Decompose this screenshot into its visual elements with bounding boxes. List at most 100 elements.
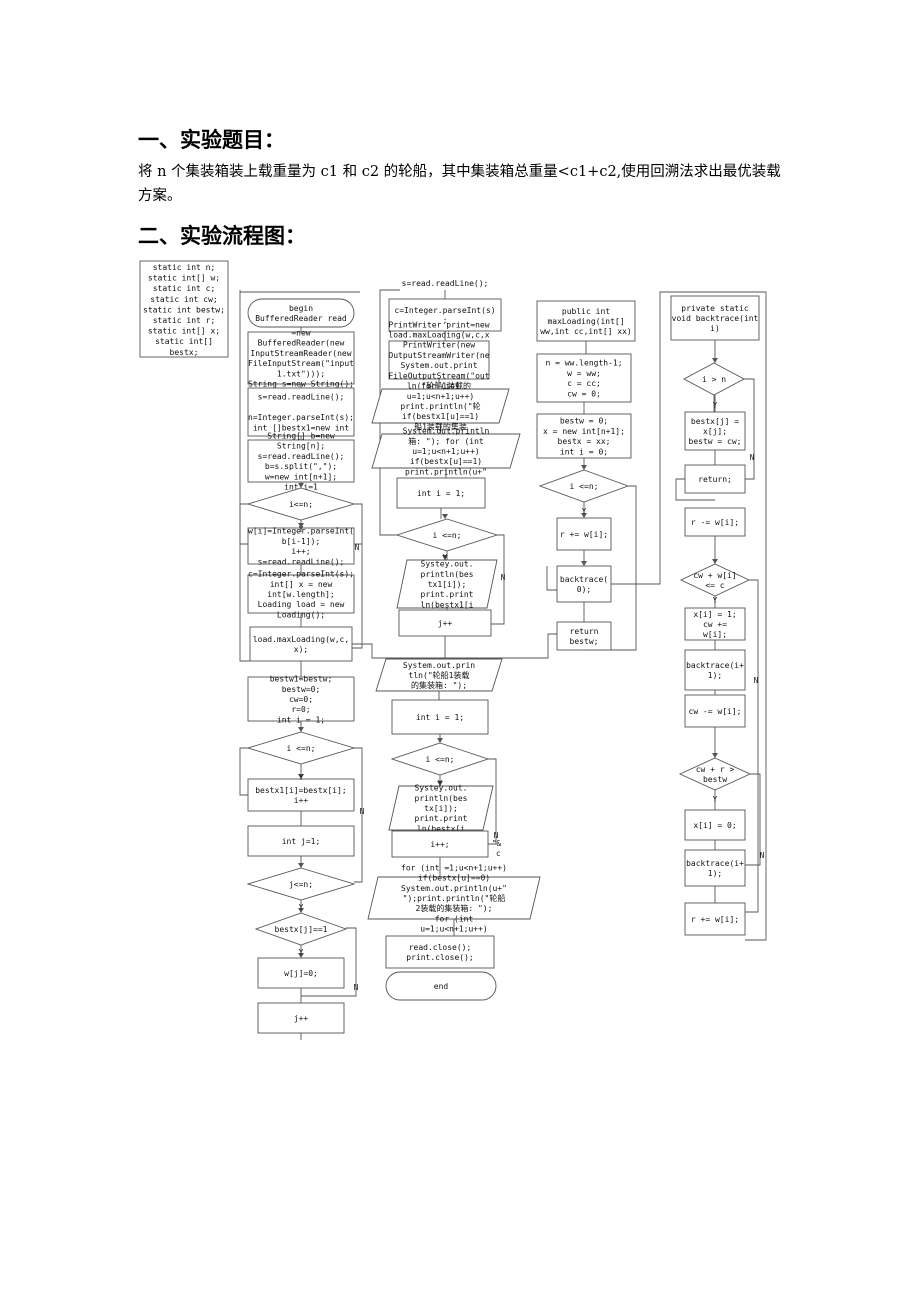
- maxloading-node: backtrace(0);: [556, 565, 612, 603]
- stray-mark: c: [496, 849, 501, 858]
- main-node-text: bestx[j]==1: [275, 925, 328, 934]
- globals-box: [139, 260, 229, 358]
- main-decision: [246, 731, 356, 765]
- middle-process-box: [388, 298, 502, 332]
- main-node-text: w[j]=0;: [284, 969, 318, 978]
- middle-process-box: [396, 477, 486, 509]
- middle-io: [367, 876, 541, 920]
- middle-io: [371, 433, 521, 469]
- arrowhead: [712, 753, 718, 758]
- main-node: j<=n;: [246, 867, 356, 901]
- backtrace-node: bestx[j] =x[j];bestw = cw;: [684, 411, 746, 451]
- main-node-text: b=s.split(",");: [265, 462, 337, 471]
- middle-node-text: print.println("轮: [400, 401, 480, 411]
- main-node: s=read.readLine();n=Integer.parseInt(s);…: [247, 387, 355, 437]
- main-decision: [254, 912, 348, 946]
- backtrace-node: r -= w[i];: [684, 507, 746, 537]
- middle-node-text: ln("轮船1装载的: [407, 381, 471, 391]
- middle-node-text: Systey.out.: [415, 784, 468, 793]
- main-process-box: [247, 387, 355, 437]
- backtrace-process-box: [684, 849, 746, 887]
- arrowhead: [298, 908, 304, 913]
- main-process-box: [247, 574, 355, 614]
- yes-branch-label: Y: [582, 507, 587, 516]
- maxloading-node-text: int i = 0;: [560, 447, 608, 456]
- arrowhead: [298, 774, 304, 779]
- arrowhead: [298, 483, 304, 488]
- middle-node-text: tx1[i]);: [428, 580, 467, 589]
- arrowhead: [437, 781, 443, 786]
- middle-node: for (intu=1;u<n+1;u++)print.println("轮if…: [371, 382, 510, 431]
- main-node-text: Loading load = new: [258, 600, 345, 609]
- middle-node: end: [385, 971, 497, 1001]
- globals-text: static int r;: [153, 316, 216, 325]
- middle-decision: [395, 518, 499, 552]
- main-node-text: bestw1=bestw;: [270, 675, 333, 684]
- main-node-text: i++: [294, 796, 309, 805]
- main-node-text: i++;: [291, 547, 310, 556]
- main-decision: [246, 487, 356, 521]
- backtrace-node-text: bestx[j] =: [691, 417, 739, 426]
- arrowhead: [298, 727, 304, 732]
- main-node-text: b[i-1]);: [282, 537, 321, 546]
- maxloading-node-text: i <=n;: [570, 482, 599, 491]
- maxloading-node: i <=n;: [538, 469, 630, 503]
- middle-node-text: 的集装箱: ");: [411, 680, 467, 690]
- backtrace-node-text: i > n: [702, 375, 726, 384]
- middle-io: [388, 785, 494, 831]
- main-node-text: i <=n;: [287, 744, 316, 753]
- middle-node-text: load.maxLoading(w,c,x: [388, 331, 489, 340]
- yes-branch-label: Y: [713, 596, 718, 605]
- arrowhead: [437, 738, 443, 743]
- backtrace-process-box: [684, 809, 746, 841]
- middle-node: c=Integer.parseInt(s);: [388, 298, 502, 332]
- main-node: bestw1=bestw;bestw=0;cw=0;r=0;int i = 1;: [247, 675, 355, 724]
- backtrace-node-text: 1);: [708, 671, 722, 680]
- backtrace-process-box: [684, 902, 746, 936]
- main-process-box: [247, 825, 355, 857]
- main-process-box: [257, 1002, 345, 1034]
- flowchart-loop-connector: [745, 773, 761, 866]
- backtrace-node-text: 1);: [708, 869, 722, 878]
- backtrace-node: x[i] = 1;cw +=w[i];: [684, 607, 746, 641]
- maxloading-process-box: [556, 517, 612, 551]
- backtrace-process-box: [684, 507, 746, 537]
- no-branch-label: N: [354, 983, 359, 992]
- middle-node: Systey.out.println(bestx[i]);print.print…: [388, 784, 494, 833]
- middle-node-text: println(bes: [421, 570, 474, 579]
- backtrace-node-text: w[i];: [703, 630, 727, 639]
- middle-node-text: PrintWriter print=new: [388, 320, 489, 329]
- middle-node-text: OutputStreamWriter(ne: [388, 351, 489, 360]
- flowchart-loop-connector: [611, 291, 767, 941]
- main-process-box: [247, 676, 355, 722]
- middle-node: j++: [398, 609, 492, 637]
- main-node-text: 1.txt")));: [277, 369, 325, 378]
- yes-branch-label: Y: [713, 401, 718, 410]
- middle-node-text: Systey.out.: [421, 560, 474, 569]
- main-node: i <=n;: [246, 731, 356, 765]
- backtrace-node: i > n: [683, 362, 745, 396]
- backtrace-node: cw + r >bestw: [678, 757, 752, 791]
- yes-branch-label: Y: [299, 948, 304, 957]
- backtrace-process-box: [684, 607, 746, 641]
- globals-text: static int c;: [153, 284, 216, 293]
- flowchart-loop-connector: [491, 534, 505, 625]
- backtrace-node-text: r -= w[i];: [691, 518, 739, 527]
- maxloading-node-text: ww,int cc,int[] xx): [540, 327, 632, 336]
- yes-branch-label: Y: [443, 553, 448, 562]
- middle-node: Systey.out.println(bestx1[i]);print.prin…: [396, 559, 498, 609]
- middle-node: int i = 1;: [391, 699, 489, 735]
- maxloading-node: n = ww.length-1;w = ww;c = cc;cw = 0;: [536, 353, 632, 403]
- main-node-text: BufferedReader read: [255, 314, 347, 323]
- backtrace-process-box: [670, 295, 760, 341]
- main-node-text: int[] x = new: [270, 580, 333, 589]
- middle-node-text: if(bestx[u]==0): [418, 874, 490, 883]
- main-node-text: begin: [289, 304, 313, 313]
- main-node-text: FileInputStream("input: [248, 359, 354, 368]
- main-decision: [246, 867, 356, 901]
